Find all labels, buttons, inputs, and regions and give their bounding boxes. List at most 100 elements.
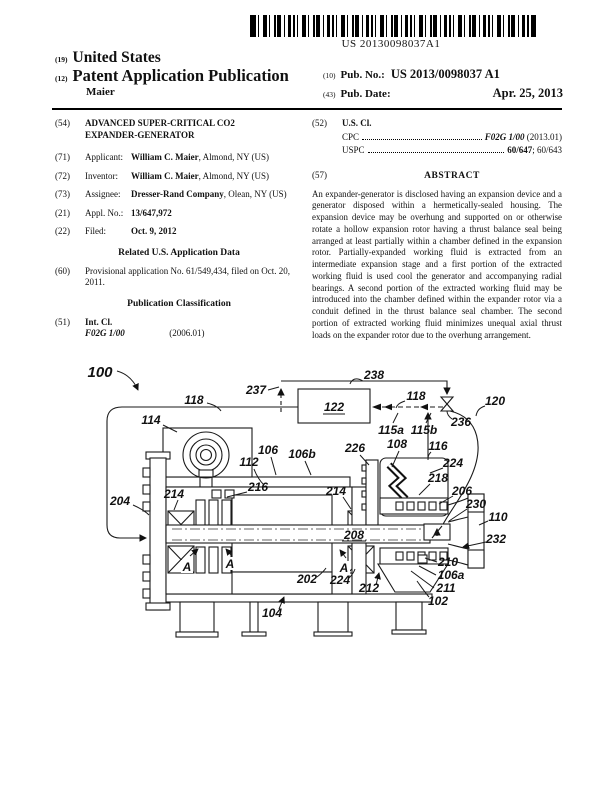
- abstract-text: An expander-generator is disclosed havin…: [312, 188, 562, 340]
- us-cl-row: (52) U.S. Cl.: [312, 118, 562, 130]
- uspc-primary: 60/647: [507, 145, 533, 156]
- appl-no-number: 13/647,972: [131, 207, 172, 218]
- field-22-num: (22): [55, 226, 70, 237]
- ref-label-104: 104: [262, 606, 282, 620]
- field-57-num: (57): [312, 169, 327, 180]
- ref-label-212: 212: [358, 581, 379, 595]
- uspc-dot-leader: [367, 145, 505, 154]
- field-52-num: (52): [312, 118, 327, 128]
- ref-label-102: 102: [428, 594, 448, 608]
- appl-no-label: Appl. No.:: [85, 207, 124, 218]
- ince-code-12: (12): [55, 73, 68, 83]
- ref-label-106: 106: [258, 443, 278, 457]
- field-71-num: (71): [55, 152, 70, 163]
- field-51-num: (51): [55, 316, 70, 327]
- heat-exchanger-box: [297, 388, 371, 424]
- field-72-num: (72): [55, 170, 70, 181]
- ref-label-237: 237: [245, 383, 267, 397]
- field-21-num: (21): [55, 207, 70, 218]
- ref-label-224-bottom: 224: [329, 573, 350, 587]
- related-data-header: Related U.S. Application Data: [118, 247, 240, 258]
- barcode-image: [250, 15, 536, 37]
- applicant-name: William C. Maier: [131, 152, 199, 163]
- pub-no-label: Pub. No.:: [340, 69, 385, 81]
- uspc-label: USPC: [342, 145, 365, 156]
- header-right: (10) Pub. No.: US 2013/0098037 A1 (43) Pu…: [323, 67, 563, 103]
- ref-label-236: 236: [450, 415, 471, 429]
- applicant-address: , Almond, NY (US): [198, 152, 269, 163]
- country-name: United States: [72, 49, 161, 66]
- ref-label-206: 206: [451, 484, 472, 498]
- ince-code-10: (10): [323, 71, 336, 80]
- flange-bolts: [142, 467, 151, 599]
- pub-no-line: (10) Pub. No.: US 2013/0098037 A1: [323, 67, 563, 83]
- appl-no-value: 13/647,972: [131, 208, 303, 220]
- uspc-value: 60/647; 60/643: [507, 145, 562, 157]
- applicant-value: William C. Maier, Almond, NY (US): [131, 152, 303, 164]
- inventor-row: (72) Inventor: William C. Maier, Almond,…: [55, 171, 303, 183]
- ref-label-211: 211: [435, 581, 455, 595]
- cpc-code: F02G 1/00: [484, 131, 525, 142]
- barcode-text: US 20130098037A1: [341, 38, 441, 50]
- ref-label-118-right: 118: [406, 389, 425, 403]
- field-60-num: (60): [55, 265, 70, 276]
- ref-label-218: 218: [427, 471, 448, 485]
- classification-abstract-column: (52) U.S. Cl. CPC F02G 1/00 (2013.01) US…: [312, 118, 562, 341]
- invention-title-row: (54) ADVANCED SUPER-CRITICAL CO2 EXPANDE…: [55, 118, 303, 141]
- ref-label-106b: 106b: [288, 447, 315, 461]
- filed-label: Filed:: [85, 226, 107, 237]
- cpc-label: CPC: [342, 131, 360, 142]
- ref-label-226: 226: [344, 441, 365, 455]
- applicant-row: (71) Applicant: William C. Maier, Almond…: [55, 152, 303, 164]
- ref-label-114: 114: [141, 413, 160, 427]
- patent-figure: 100 118 237 238 122 118 115a 115b 236 12…: [87, 364, 508, 638]
- ref-label-232: 232: [485, 532, 506, 546]
- ref-label-214-left: 214: [163, 487, 184, 501]
- section-label-a1: A: [182, 560, 192, 574]
- ref-label-108: 108: [387, 437, 407, 451]
- cpc-dot-leader: [362, 132, 482, 140]
- ince-code-19: (19): [55, 55, 68, 64]
- assignee-address: , Olean, NY (US): [223, 189, 287, 200]
- reference-leaders: [116, 370, 489, 610]
- ref-label-100: 100: [87, 364, 113, 381]
- abstract-header-row: (57) ABSTRACT: [312, 170, 562, 182]
- bibliographic-column: (54) ADVANCED SUPER-CRITICAL CO2 EXPANDE…: [55, 118, 303, 347]
- assignee-row: (73) Assignee: Dresser-Rand Company, Ole…: [55, 189, 303, 201]
- us-cl-label: U.S. Cl.: [342, 118, 372, 128]
- publication-kind: Patent Application Publication: [72, 65, 289, 85]
- appl-no-row: (21) Appl. No.: 13/647,972: [55, 208, 303, 220]
- pub-date-label: Pub. Date:: [340, 87, 391, 100]
- ref-label-112: 112: [239, 455, 258, 469]
- header-divider: [52, 108, 562, 110]
- provisional-row: (60) Provisional application No. 61/549,…: [55, 266, 303, 289]
- ref-label-118-left: 118: [184, 393, 203, 407]
- publication-kind-line: (12) Patent Application Publication: [55, 65, 289, 85]
- inventor-surname: Maier: [86, 85, 115, 98]
- ref-label-110: 110: [488, 510, 507, 524]
- inventor-value: William C. Maier, Almond, NY (US): [131, 171, 303, 183]
- pub-date-left: (43) Pub. Date:: [323, 83, 397, 103]
- int-cl-year: (2006.01): [169, 328, 205, 339]
- field-73-num: (73): [55, 189, 70, 200]
- inventor-label: Inventor:: [85, 170, 118, 181]
- ref-label-115b: 115b: [411, 423, 437, 437]
- filed-row: (22) Filed: Oct. 9, 2012: [55, 226, 303, 238]
- ref-label-210: 210: [437, 555, 458, 569]
- assignee-name: Dresser-Rand Company: [131, 189, 224, 200]
- ref-label-122: 122: [324, 400, 344, 414]
- ref-label-214-right: 214: [325, 484, 346, 498]
- assignee-label: Assignee:: [85, 189, 121, 200]
- ref-label-224-top: 224: [442, 456, 463, 470]
- ince-code-43: (43): [323, 89, 336, 99]
- int-cl-label: Int. Cl.: [85, 316, 113, 327]
- ref-label-106a: 106a: [438, 568, 465, 582]
- int-cl-row: (51) Int. Cl. F02G 1/00 (2006.01): [55, 317, 303, 340]
- ref-label-115a: 115a: [378, 423, 404, 437]
- inventor-address: , Almond, NY (US): [198, 170, 269, 181]
- ref-label-208: 208: [343, 528, 364, 542]
- uspc-secondary: ; 60/643: [532, 145, 562, 156]
- inventor-name: William C. Maier: [131, 170, 199, 181]
- ref-label-116: 116: [428, 439, 447, 453]
- ref-label-230: 230: [465, 497, 486, 511]
